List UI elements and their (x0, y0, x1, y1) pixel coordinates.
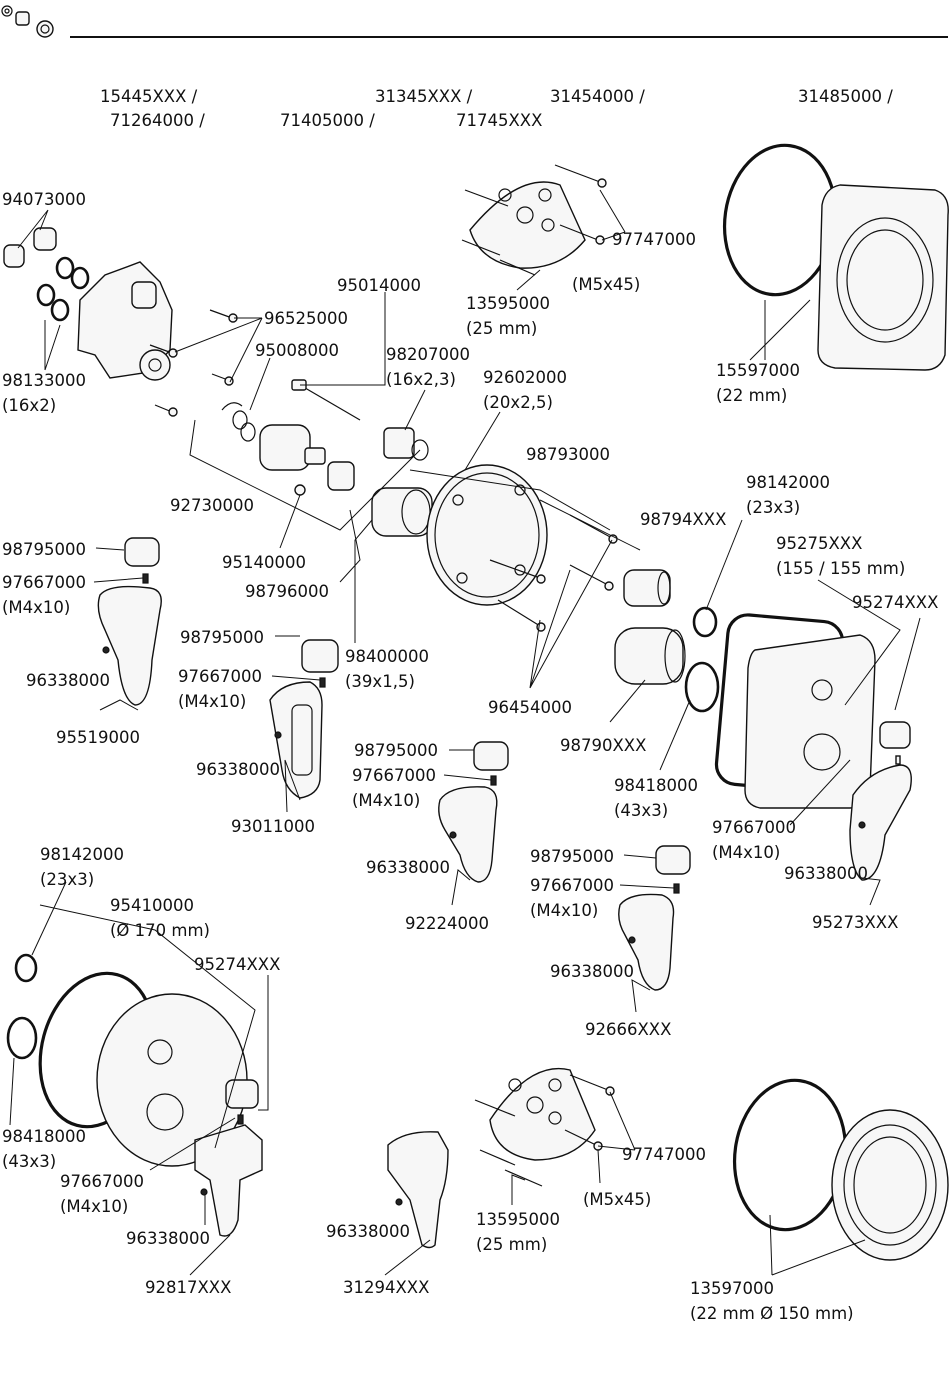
part-label: 97667000 (530, 876, 614, 895)
part-label: 98794XXX (640, 510, 726, 529)
part-label: 31294XXX (343, 1278, 429, 1297)
part-spec: (M4x10) (712, 843, 780, 862)
part-label: 96338000 (126, 1229, 210, 1248)
part-label: 96338000 (550, 962, 634, 981)
part-spec: (43x3) (2, 1152, 56, 1171)
part-label: 98795000 (180, 628, 264, 647)
part-spec: (20x2,5) (483, 393, 553, 412)
part-label: 97667000 (2, 573, 86, 592)
part-label: 97747000 (622, 1145, 706, 1164)
part-label: 98790XXX (560, 736, 646, 755)
part-label: 94073000 (2, 190, 86, 209)
part-label: 98418000 (2, 1127, 86, 1146)
part-labels: 94073000 98133000 (16x2) 96525000 950140… (2, 190, 938, 1323)
part-label: 98795000 (530, 847, 614, 866)
part-label: 95410000 (110, 896, 194, 915)
part-spec: (39x1,5) (345, 672, 415, 691)
part-label: 98400000 (345, 647, 429, 666)
part-label: 95274XXX (852, 593, 938, 612)
part-label: 97667000 (712, 818, 796, 837)
part-spec: (155 / 155 mm) (776, 559, 905, 578)
part-spec: (22 mm Ø 150 mm) (690, 1304, 854, 1323)
part-label: 97747000 (612, 230, 696, 249)
part-label: 92817XXX (145, 1278, 231, 1297)
part-spec: (23x3) (746, 498, 800, 517)
part-label: 13595000 (476, 1210, 560, 1229)
part-label: 98142000 (746, 473, 830, 492)
part-label: 98142000 (40, 845, 124, 864)
part-label: 96338000 (26, 671, 110, 690)
part-label: 96338000 (366, 858, 450, 877)
part-label: 92602000 (483, 368, 567, 387)
part-spec: (25 mm) (466, 319, 537, 338)
part-spec: (16x2,3) (386, 370, 456, 389)
part-label: 97667000 (60, 1172, 144, 1191)
part-label: 95140000 (222, 553, 306, 572)
part-label: 92224000 (405, 914, 489, 933)
part-label: 95273XXX (812, 913, 898, 932)
part-label: 97667000 (178, 667, 262, 686)
part-label: 96338000 (196, 760, 280, 779)
part-label: 96525000 (264, 309, 348, 328)
model-number-list: 15445XXX / 71264000 / 31345XXX / 7140500… (100, 87, 893, 130)
part-label: 97667000 (352, 766, 436, 785)
model-number: 71405000 / (280, 111, 375, 130)
part-label: 98133000 (2, 371, 86, 390)
part-spec: (M4x10) (530, 901, 598, 920)
model-number: 31454000 / (550, 87, 645, 106)
part-spec: (16x2) (2, 396, 56, 415)
model-number: 31485000 / (798, 87, 893, 106)
part-spec: (43x3) (614, 801, 668, 820)
part-label: 95274XXX (194, 955, 280, 974)
model-number: 15445XXX / (100, 87, 198, 106)
model-number: 71264000 / (110, 111, 205, 130)
leader-lines (9, 189, 921, 1276)
part-label: 96338000 (326, 1222, 410, 1241)
part-label: 98795000 (354, 741, 438, 760)
part-label: 95519000 (56, 728, 140, 747)
part-spec: (M4x10) (60, 1197, 128, 1216)
part-label: 95014000 (337, 276, 421, 295)
part-label: 13597000 (690, 1279, 774, 1298)
part-drawings (3, 143, 949, 1261)
part-spec: (M4x10) (352, 791, 420, 810)
part-spec: (25 mm) (476, 1235, 547, 1254)
part-label: 96338000 (784, 864, 868, 883)
model-number: 71745XXX (456, 111, 542, 130)
model-number: 31345XXX / (375, 87, 473, 106)
spare-parts-icon (1, 5, 54, 38)
part-label: 96454000 (488, 698, 572, 717)
part-label: 98795000 (2, 540, 86, 559)
part-label: 93011000 (231, 817, 315, 836)
part-spec: (22 mm) (716, 386, 787, 405)
part-label: 13595000 (466, 294, 550, 313)
part-label: 98793000 (526, 445, 610, 464)
part-label: 95008000 (255, 341, 339, 360)
part-label: 92730000 (170, 496, 254, 515)
part-label: 98418000 (614, 776, 698, 795)
part-label: 15597000 (716, 361, 800, 380)
part-spec: (23x3) (40, 870, 94, 889)
part-spec: (Ø 170 mm) (110, 921, 210, 940)
part-label: 95275XXX (776, 534, 862, 553)
part-spec: (M5x45) (572, 275, 640, 294)
part-label: 98796000 (245, 582, 329, 601)
part-spec: (M5x45) (583, 1190, 651, 1209)
part-label: 92666XXX (585, 1020, 671, 1039)
part-label: 98207000 (386, 345, 470, 364)
part-spec: (M4x10) (178, 692, 246, 711)
part-spec: (M4x10) (2, 598, 70, 617)
